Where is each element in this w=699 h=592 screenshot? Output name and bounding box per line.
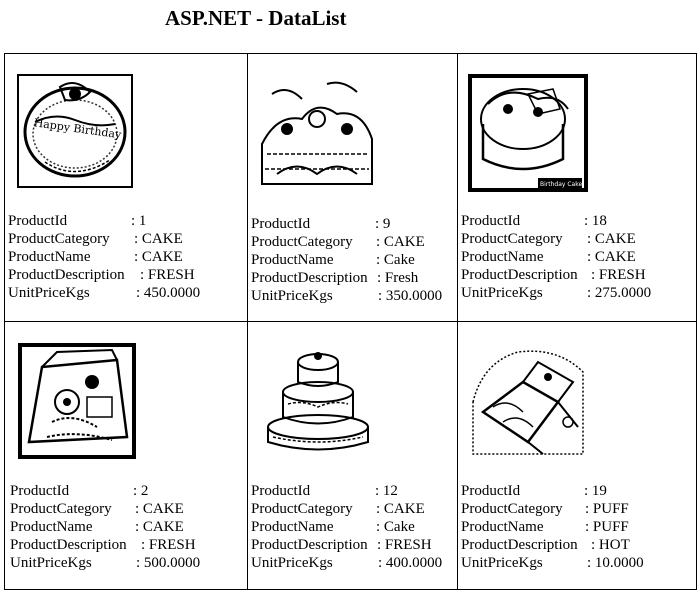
product-category-value: : CAKE	[135, 501, 184, 517]
unit-price-value: : 350.0000	[378, 288, 443, 304]
product-cell: ProductId : 2 ProductCategory : CAKE Pro…	[4, 321, 248, 590]
product-description-value: : FRESH	[140, 267, 195, 283]
product-description-value: : FRESH	[141, 537, 196, 553]
product-description-value: : HOT	[591, 537, 630, 553]
product-id-label: ProductId	[461, 483, 521, 499]
product-image: Happy Birthday	[15, 72, 135, 190]
product-datalist: Happy Birthday ProductId : 1 ProductCate…	[4, 53, 697, 590]
product-cell: ProductId : 19 ProductCategory : PUFF Pr…	[457, 321, 697, 590]
product-category-label: ProductCategory	[251, 234, 353, 250]
product-category-value: : CAKE	[134, 231, 183, 247]
product-id-value: : 9	[375, 216, 391, 232]
unit-price-label: UnitPriceKgs	[251, 288, 333, 304]
unit-price-label: UnitPriceKgs	[251, 555, 333, 571]
product-name-label: ProductName	[251, 519, 334, 535]
product-cell: ProductId : 9 ProductCategory : CAKE Pro…	[247, 53, 458, 322]
product-image	[468, 342, 588, 460]
product-name-label: ProductName	[8, 249, 91, 265]
product-category-value: : CAKE	[587, 231, 636, 247]
product-name-label: ProductName	[461, 519, 544, 535]
product-category-value: : CAKE	[376, 501, 425, 517]
product-id-label: ProductId	[8, 213, 68, 229]
unit-price-value: : 10.0000	[587, 555, 644, 571]
product-description-value: : Fresh	[377, 270, 419, 286]
product-name-value: : Cake	[376, 519, 415, 535]
product-category-label: ProductCategory	[461, 231, 563, 247]
product-id-label: ProductId	[251, 483, 311, 499]
product-image	[258, 342, 378, 460]
product-category-label: ProductCategory	[8, 231, 110, 247]
product-description-value: : FRESH	[377, 537, 432, 553]
product-category-value: : CAKE	[376, 234, 425, 250]
product-description-value: : FRESH	[591, 267, 646, 283]
product-description-label: ProductDescription	[10, 537, 127, 553]
product-description-label: ProductDescription	[8, 267, 125, 283]
product-image: Birthday Cake	[468, 74, 588, 192]
product-id-value: : 18	[584, 213, 607, 229]
product-image	[17, 342, 137, 460]
product-name-value: : Cake	[376, 252, 415, 268]
product-category-label: ProductCategory	[10, 501, 112, 517]
product-image	[257, 74, 377, 192]
product-name-label: ProductName	[251, 252, 334, 268]
svg-text:Birthday Cake: Birthday Cake	[540, 181, 582, 188]
unit-price-value: : 450.0000	[136, 285, 201, 301]
product-cell: Happy Birthday ProductId : 1 ProductCate…	[4, 53, 248, 322]
product-name-value: : CAKE	[134, 249, 183, 265]
product-id-value: : 12	[375, 483, 398, 499]
unit-price-value: : 275.0000	[587, 285, 652, 301]
unit-price-value: : 400.0000	[378, 555, 443, 571]
unit-price-label: UnitPriceKgs	[461, 285, 543, 301]
product-id-value: : 1	[131, 213, 147, 229]
product-name-value: : PUFF	[585, 519, 629, 535]
product-id-value: : 19	[584, 483, 607, 499]
product-cell: ProductId : 12 ProductCategory : CAKE Pr…	[247, 321, 458, 590]
product-name-value: : CAKE	[587, 249, 636, 265]
product-id-label: ProductId	[461, 213, 521, 229]
product-name-label: ProductName	[461, 249, 544, 265]
unit-price-value: : 500.0000	[136, 555, 201, 571]
product-category-label: ProductCategory	[251, 501, 353, 517]
product-category-label: ProductCategory	[461, 501, 563, 517]
product-id-label: ProductId	[10, 483, 70, 499]
product-description-label: ProductDescription	[251, 537, 368, 553]
product-description-label: ProductDescription	[251, 270, 368, 286]
product-id-label: ProductId	[251, 216, 311, 232]
unit-price-label: UnitPriceKgs	[10, 555, 92, 571]
product-name-value: : CAKE	[135, 519, 184, 535]
product-category-value: : PUFF	[585, 501, 629, 517]
product-id-value: : 2	[133, 483, 149, 499]
product-name-label: ProductName	[10, 519, 93, 535]
product-cell: Birthday Cake ProductId : 18 ProductCate…	[457, 53, 697, 322]
unit-price-label: UnitPriceKgs	[8, 285, 90, 301]
page-title: ASP.NET - DataList	[165, 6, 347, 30]
unit-price-label: UnitPriceKgs	[461, 555, 543, 571]
product-description-label: ProductDescription	[461, 537, 578, 553]
product-description-label: ProductDescription	[461, 267, 578, 283]
